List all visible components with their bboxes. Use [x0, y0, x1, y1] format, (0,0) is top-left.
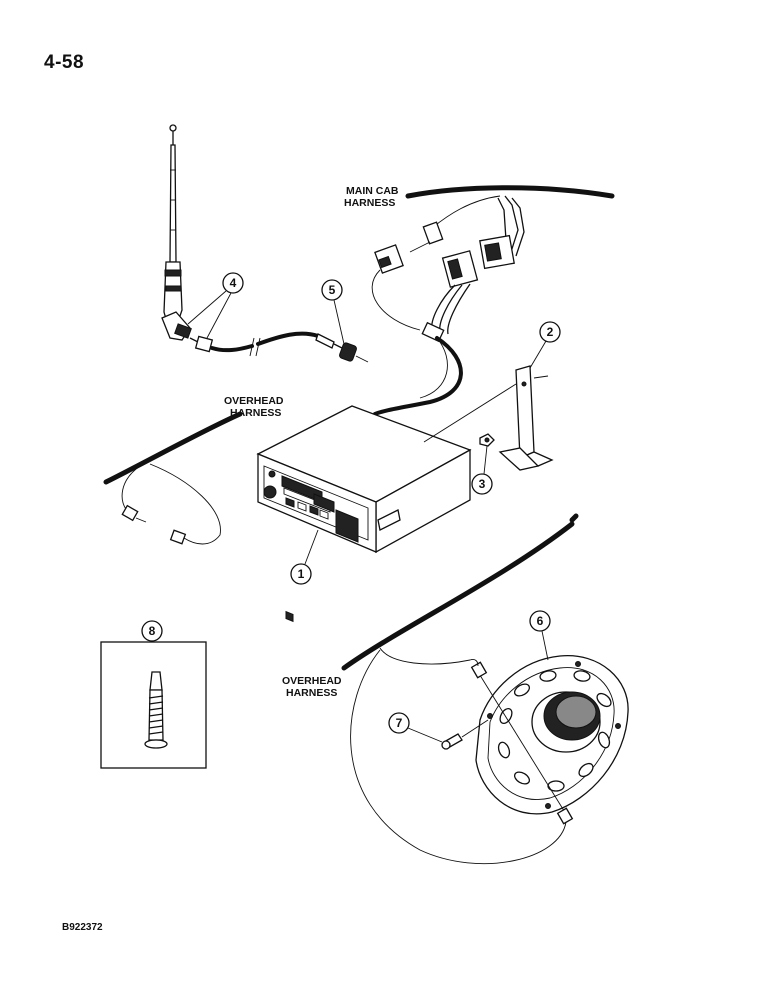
label-main-cab-harness: MAIN CAB HARNESS: [344, 185, 399, 209]
svg-text:MAIN CAB: MAIN CAB: [346, 185, 399, 197]
radio-unit: [256, 405, 472, 623]
svg-text:5: 5: [329, 283, 336, 297]
mounting-bracket: [498, 365, 554, 471]
svg-text:6: 6: [537, 614, 544, 628]
callout-4: 4: [187, 272, 244, 339]
page-number: 4-58: [44, 52, 85, 73]
label-overhead-harness-bottom: OVERHEAD HARNESS: [282, 675, 342, 699]
svg-text:3: 3: [479, 477, 486, 491]
svg-text:4: 4: [230, 276, 237, 290]
overhead-harness-lower: [341, 513, 579, 865]
svg-text:HARNESS: HARNESS: [230, 407, 281, 419]
speaker-screw: [441, 719, 489, 750]
svg-text:HARNESS: HARNESS: [344, 197, 395, 209]
callout-8: 8: [141, 620, 163, 642]
callout-6: 6: [529, 610, 551, 661]
antenna-adapter: [333, 342, 369, 363]
callout-7: 7: [388, 712, 443, 743]
callout-5: 5: [321, 279, 345, 345]
screw-inset: [100, 641, 207, 769]
callout-2: 2: [529, 321, 561, 369]
svg-text:7: 7: [396, 716, 403, 730]
nut: [479, 433, 495, 447]
callout-3: 3: [471, 445, 493, 495]
antenna: [161, 124, 192, 341]
label-overhead-harness-top: OVERHEAD HARNESS: [224, 395, 284, 419]
overhead-harness-upper: [103, 411, 243, 545]
svg-text:8: 8: [149, 624, 156, 638]
svg-text:HARNESS: HARNESS: [286, 687, 337, 699]
svg-text:OVERHEAD: OVERHEAD: [224, 395, 284, 407]
reference-code: B922372: [62, 922, 103, 933]
svg-text:1: 1: [298, 567, 305, 581]
speaker-wiring: [470, 661, 574, 825]
antenna-cable: [189, 331, 335, 357]
main-cab-harness: [371, 185, 615, 416]
speaker: [475, 655, 629, 815]
callout-1: 1: [290, 529, 319, 585]
svg-text:OVERHEAD: OVERHEAD: [282, 675, 342, 687]
svg-text:2: 2: [547, 325, 554, 339]
